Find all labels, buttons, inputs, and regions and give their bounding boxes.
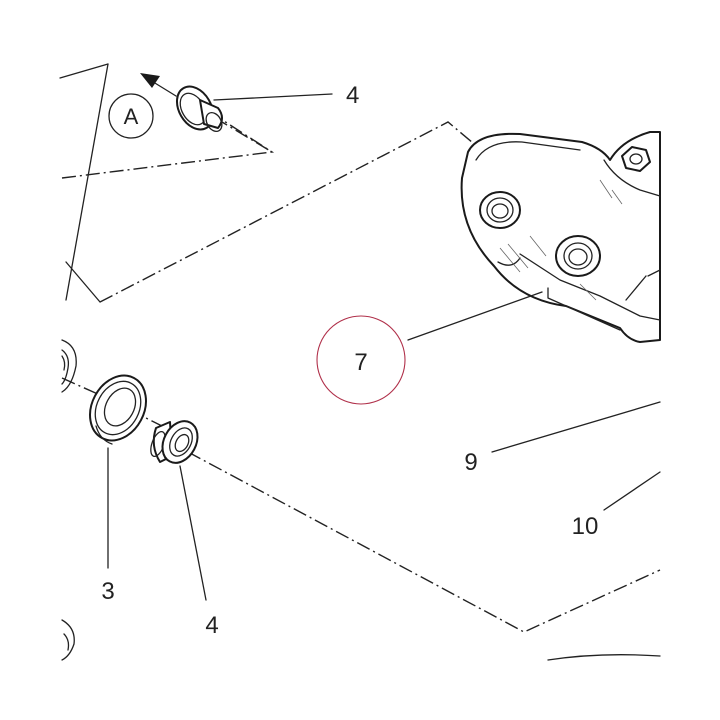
callout-4-bottom: 4 xyxy=(179,465,219,639)
view-a-label: A xyxy=(124,104,139,129)
callout-10: 10 xyxy=(572,471,661,540)
callout-label-4-top: 4 xyxy=(346,82,359,109)
housing-hatching xyxy=(499,179,623,301)
highlight-circle-7 xyxy=(316,315,406,405)
washer xyxy=(89,374,147,445)
direction-arrow xyxy=(140,73,177,97)
view-a-marker: A xyxy=(108,93,154,139)
callout-label-3: 3 xyxy=(101,578,114,605)
housing-bracket xyxy=(460,131,661,343)
callout-label-7: 7 xyxy=(354,349,367,376)
bushing-top xyxy=(175,85,223,132)
frame-edge-lines xyxy=(59,63,109,303)
callout-label-4-bottom: 4 xyxy=(205,612,218,639)
callout-label-10: 10 xyxy=(572,513,599,540)
callout-9: 9 xyxy=(464,401,661,476)
left-edge-part xyxy=(61,339,77,393)
bottom-edge-fragments xyxy=(61,619,661,661)
callout-3: 3 xyxy=(101,447,115,605)
callout-7: 7 xyxy=(316,291,543,405)
callout-label-9: 9 xyxy=(464,449,477,476)
bushing-bottom xyxy=(150,420,199,464)
callout-4-top: 4 xyxy=(213,82,359,109)
